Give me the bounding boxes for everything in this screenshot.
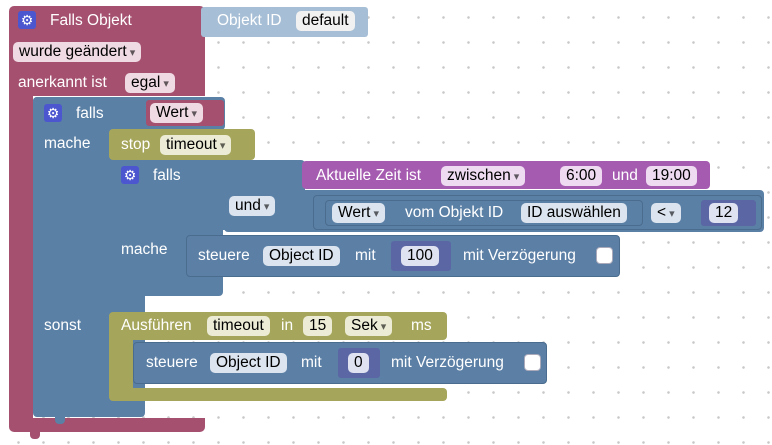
- time-to-input[interactable]: 19:00: [646, 166, 697, 186]
- ack-dropdown[interactable]: egal: [125, 73, 175, 93]
- value-object-input[interactable]: ID auswählen: [521, 203, 627, 223]
- time-from-input[interactable]: 6:00: [560, 166, 603, 186]
- do-label: mache: [44, 135, 91, 152]
- trigger-title: Falls Objekt: [50, 12, 132, 29]
- value-property-dropdown[interactable]: Wert: [332, 203, 386, 223]
- timeout-name-input[interactable]: timeout: [207, 316, 270, 336]
- delay-checkbox[interactable]: [524, 354, 541, 371]
- timeout-in-label: in: [281, 317, 294, 334]
- value-of-label: vom Objekt ID: [405, 204, 504, 221]
- ack-label: anerkannt ist: [18, 74, 107, 91]
- stop-label: stop: [121, 136, 151, 153]
- trigger-block-tab: [30, 431, 40, 439]
- object-id-label: Objekt ID: [217, 12, 282, 29]
- control-delay-label: mit Verzögerung: [463, 247, 576, 264]
- if-label: falls: [153, 167, 181, 184]
- timeout-unit-dropdown[interactable]: Sek: [345, 316, 393, 336]
- time-and-label: und: [612, 167, 638, 184]
- control-with-label: mit: [301, 354, 322, 371]
- if-block-tab: [130, 295, 140, 303]
- control-label: steuere: [146, 354, 198, 371]
- do-label: mache: [121, 241, 168, 258]
- compare-value-input[interactable]: 12: [709, 203, 739, 223]
- control-value-input[interactable]: 0: [348, 353, 369, 373]
- time-operator-dropdown[interactable]: zwischen: [441, 166, 526, 186]
- gear-icon[interactable]: ⚙: [121, 166, 139, 184]
- execute-label: Ausführen: [121, 317, 192, 334]
- if-label: falls: [76, 105, 104, 122]
- control-label: steuere: [198, 247, 250, 264]
- gear-icon[interactable]: ⚙: [44, 104, 62, 122]
- control-delay-label: mit Verzögerung: [391, 354, 504, 371]
- logic-operator-dropdown[interactable]: und: [229, 196, 276, 216]
- compare-operator-dropdown[interactable]: <: [651, 203, 681, 223]
- timeout-ms-label: ms: [411, 317, 432, 334]
- time-label: Aktuelle Zeit ist: [316, 167, 422, 184]
- timeout-amount-input[interactable]: 15: [303, 316, 333, 336]
- trigger-block-footer: [9, 418, 205, 432]
- if-else-mid: [33, 296, 145, 312]
- else-label: sonst: [44, 317, 82, 334]
- gear-icon[interactable]: ⚙: [18, 11, 36, 29]
- if-else-tab: [55, 416, 65, 424]
- changed-dropdown[interactable]: wurde geändert: [13, 42, 142, 62]
- delay-checkbox[interactable]: [596, 247, 613, 264]
- control-object-input[interactable]: Object ID: [210, 353, 287, 373]
- condition-dropdown[interactable]: Wert: [150, 103, 204, 123]
- trigger-block-spine: [9, 90, 33, 430]
- stop-timeout-dropdown[interactable]: timeout: [160, 135, 232, 155]
- object-id-value[interactable]: default: [296, 11, 355, 31]
- control-value-input[interactable]: 100: [401, 246, 439, 266]
- timeout-block-footer: [109, 388, 447, 401]
- control-object-input[interactable]: Object ID: [263, 246, 340, 266]
- control-with-label: mit: [355, 247, 376, 264]
